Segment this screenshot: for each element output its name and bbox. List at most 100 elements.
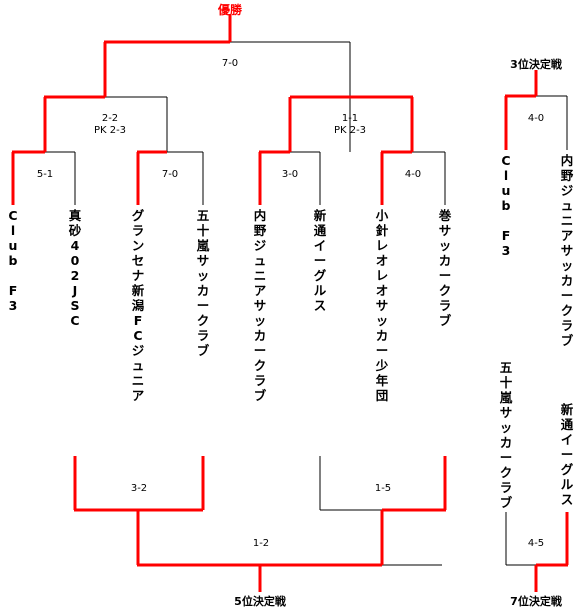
team-name-char: オ	[375, 283, 389, 298]
team-name-char: ー	[253, 343, 267, 358]
team-name-char: 砂	[68, 223, 82, 238]
team-name-char: サ	[253, 298, 267, 313]
team-name-char: 新	[560, 402, 574, 417]
score-third-place: 4-0	[527, 113, 545, 124]
seventh-team-a: 五十嵐サッカークラブ	[498, 360, 514, 510]
team-6: 新通イーグルス	[312, 208, 328, 313]
team-name-char: ー	[196, 298, 210, 313]
team-name-char: ラ	[196, 328, 210, 343]
team-name-char: グ	[313, 268, 327, 283]
team-name-char: ブ	[438, 313, 452, 328]
team-name-char: 嵐	[196, 238, 210, 253]
team-name-char: J	[72, 283, 78, 298]
team-name-char: ア	[253, 283, 267, 298]
team-name-char: カ	[196, 283, 210, 298]
team-name-char: サ	[196, 253, 210, 268]
team-name-char: ナ	[131, 268, 145, 283]
score-semi-left: 2-2	[101, 113, 119, 124]
team-name-char: ブ	[253, 388, 267, 403]
team-name-char: 3	[8, 298, 18, 313]
team-name-char: ー	[499, 450, 513, 465]
team-name-char: 五	[196, 208, 210, 223]
score-qf-4: 4-0	[404, 169, 422, 180]
team-name-char: ク	[196, 313, 210, 328]
score-seventh-place: 4-5	[527, 538, 545, 549]
team-name-char: S	[70, 298, 80, 313]
team-name-char: 新	[313, 208, 327, 223]
team-name-char: ッ	[438, 238, 452, 253]
team-name-char: 巻	[438, 208, 452, 223]
team-name-char: F	[133, 313, 143, 328]
team-name-char: 小	[375, 208, 389, 223]
score-qf-2: 7-0	[161, 169, 179, 180]
team-name-char: サ	[499, 405, 513, 420]
team-name-char: ラ	[560, 318, 574, 333]
team-name-char: 野	[560, 168, 574, 183]
score-semi-right-pk: PK 2-3	[333, 125, 367, 136]
team-name-char: ク	[560, 303, 574, 318]
team-name-char: b	[501, 198, 511, 213]
team-name-char: ュ	[253, 253, 267, 268]
team-name-char: カ	[253, 328, 267, 343]
team-name-char: ッ	[499, 420, 513, 435]
team-name-char	[498, 213, 514, 228]
team-name-char: ア	[560, 228, 574, 243]
fifth-place-title: 5位決定戦	[234, 595, 286, 608]
team-name-char: 0	[70, 253, 80, 268]
seventh-team-b: 新通イーグルス	[559, 402, 575, 507]
team-name-char: ー	[560, 288, 574, 303]
team-name-char: 五	[499, 360, 513, 375]
team-5: 内野ジュニアサッカークラブ	[252, 208, 268, 403]
team-name-char: オ	[375, 253, 389, 268]
seventh-place-title: 7位決定戦	[510, 595, 562, 608]
team-name-char: ュ	[131, 358, 145, 373]
team-name-char: ジ	[560, 183, 574, 198]
team-name-char: ク	[499, 465, 513, 480]
team-8: 巻サッカークラブ	[437, 208, 453, 328]
team-name-char: 2	[70, 268, 80, 283]
team-name-char: 十	[499, 375, 513, 390]
team-name-char: ュ	[560, 198, 574, 213]
team-name-char: 年	[375, 373, 389, 388]
team-name-char: ラ	[253, 373, 267, 388]
score-fifth-final: 1-2	[252, 538, 270, 549]
bracket-red-lines	[11, 14, 569, 592]
team-name-char: ジ	[253, 238, 267, 253]
score-qf-1: 5-1	[36, 169, 54, 180]
team-name-char: ル	[313, 283, 327, 298]
team-name-char: イ	[313, 238, 327, 253]
team-name-char: カ	[438, 253, 452, 268]
team-name-char: 4	[70, 238, 80, 253]
score-semi-right: 1-1	[341, 113, 359, 124]
team-name-char: サ	[560, 243, 574, 258]
team-name-char: グ	[131, 208, 145, 223]
team-name-char: ラ	[499, 480, 513, 495]
team-name-char: 嵐	[499, 390, 513, 405]
team-name-char: 潟	[131, 298, 145, 313]
team-name-char: ブ	[196, 343, 210, 358]
team-name-char: ル	[560, 477, 574, 492]
team-name-char: ッ	[375, 313, 389, 328]
team-name-char: C	[501, 153, 511, 168]
team-7: 小針レオレオサッカー少年団	[374, 208, 390, 403]
team-name-char: 新	[131, 283, 145, 298]
team-name-char: ン	[131, 238, 145, 253]
team-name-char: ス	[313, 298, 327, 313]
team-name-char: C	[133, 328, 143, 343]
team-name-char: ニ	[560, 213, 574, 228]
third-team-b: 内野ジュニアサッカークラブ	[559, 153, 575, 348]
team-name-char: C	[70, 313, 80, 328]
team-name-char: b	[8, 253, 18, 268]
team-name-char: ラ	[438, 298, 452, 313]
team-name-char: カ	[499, 435, 513, 450]
team-name-char: ク	[253, 358, 267, 373]
team-name-char: ジ	[131, 343, 145, 358]
team-name-char: サ	[438, 223, 452, 238]
team-name-char: 3	[501, 243, 511, 258]
